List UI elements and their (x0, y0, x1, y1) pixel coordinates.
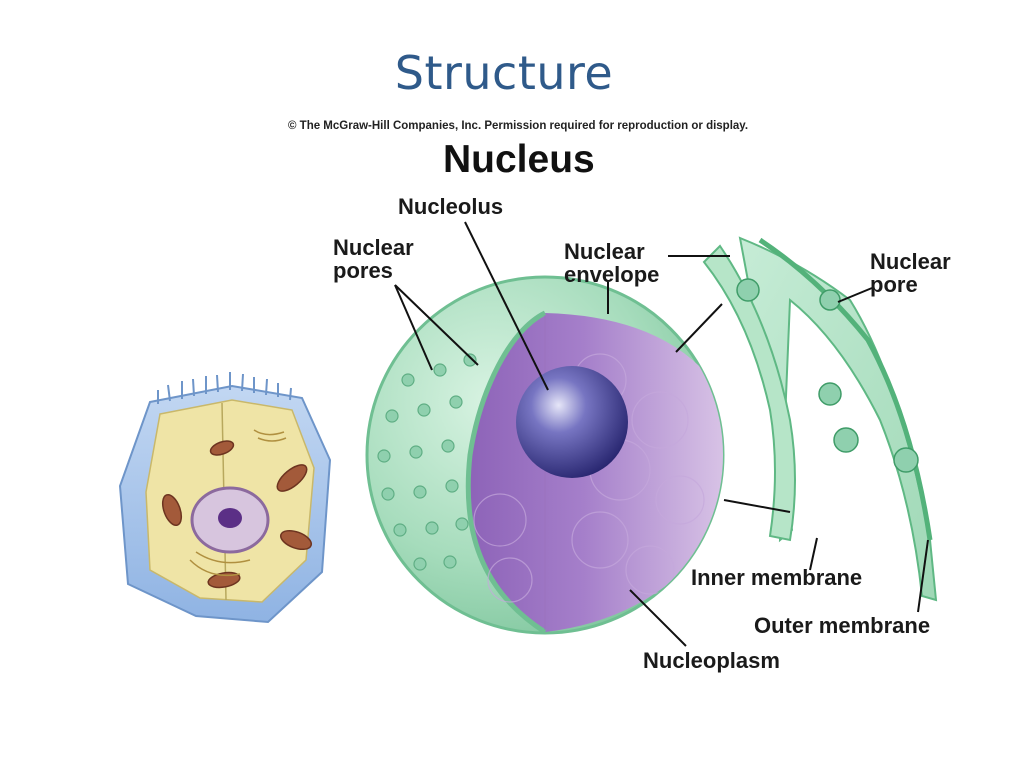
label-outer-membrane: Outer membrane (754, 613, 931, 638)
leader-lines (394, 221, 929, 647)
label-inner-membrane: Inner membrane (691, 565, 863, 590)
nucleus-sphere (365, 275, 725, 635)
label-nuclear-pore-line1: Nuclear (870, 249, 951, 274)
label-nuclear-pores-line2: pores (333, 258, 393, 283)
label-nuclear-pores-line1: Nuclear (333, 235, 414, 260)
label-nuclear-envelope-line2: envelope (564, 262, 660, 287)
copyright-notice: © The McGraw-Hill Companies, Inc. Permis… (288, 120, 749, 132)
label-nucleoplasm: Nucleoplasm (643, 648, 780, 673)
slide-title: Structure (394, 46, 614, 100)
diagram-title: Nucleus (443, 138, 595, 181)
label-nucleolus: Nucleolus (398, 194, 504, 219)
label-nuclear-envelope-line1: Nuclear (564, 239, 645, 264)
cell-illustration (118, 372, 332, 624)
label-nuclear-pore-line2: pore (870, 272, 918, 297)
